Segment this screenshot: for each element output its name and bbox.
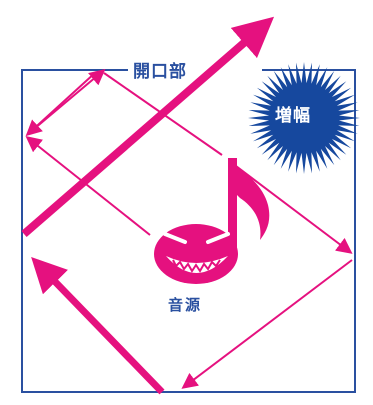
note-teeth xyxy=(172,259,221,273)
grinning-eighth-note-icon xyxy=(154,158,270,284)
note-grin xyxy=(166,256,228,273)
thin-ray-right-to-bottom xyxy=(181,259,353,389)
opening-label: 開口部 xyxy=(131,62,189,82)
amplification-burst xyxy=(248,62,360,174)
amplification-label: 増幅 xyxy=(275,106,311,126)
thin-ray-to-right-wall xyxy=(235,165,353,254)
thin-ray-lower-out xyxy=(25,136,151,236)
note-stem xyxy=(228,158,237,248)
note-flag xyxy=(228,158,270,240)
thick-ray-bottom-to-left xyxy=(31,256,165,395)
room-wall xyxy=(21,69,356,393)
sound-source-label: 音源 xyxy=(168,296,203,314)
note-right-brow xyxy=(206,232,230,244)
note-left-brow xyxy=(163,232,187,244)
thick-ray-escape xyxy=(21,16,275,238)
thin-ray-upper-back xyxy=(27,68,106,135)
starburst-icon xyxy=(248,62,360,174)
